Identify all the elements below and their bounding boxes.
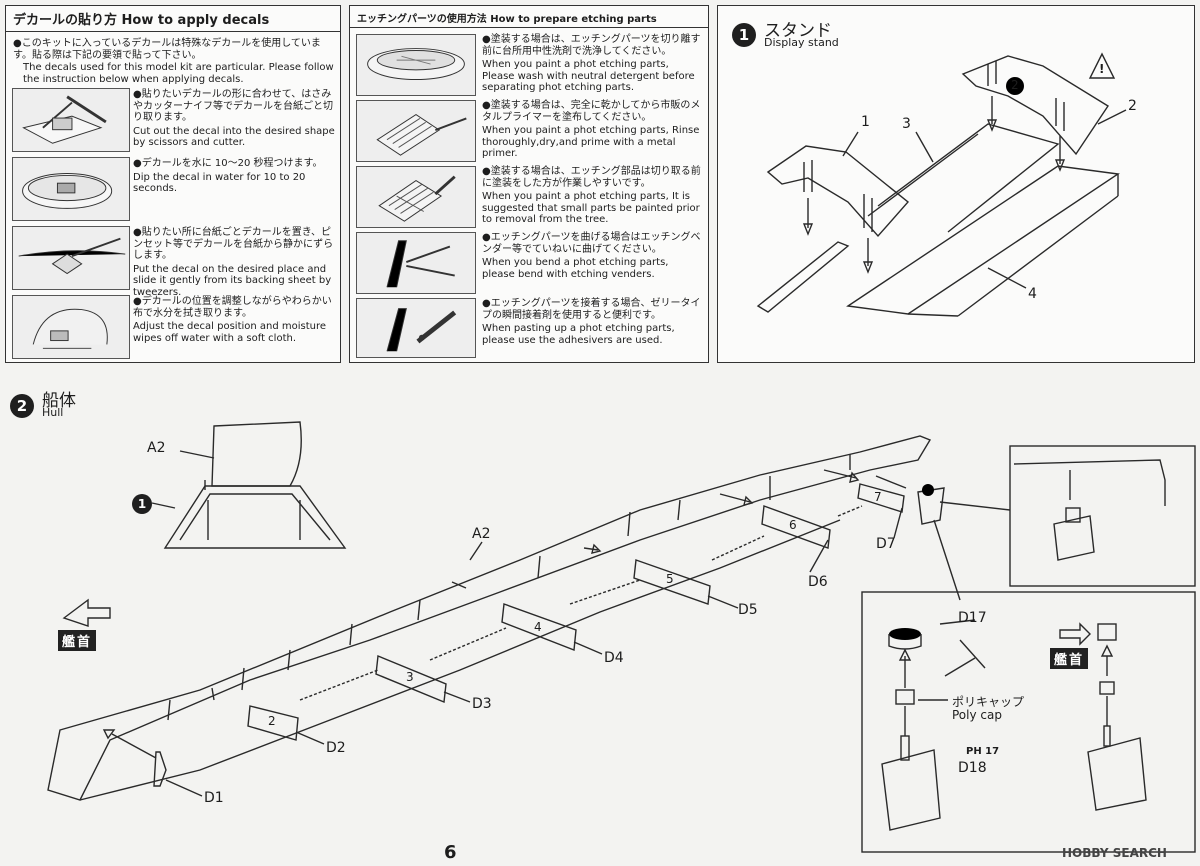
etching-step5-jp: ●エッチングパーツを接着する場合、ゼリータイプの瞬間接着剤を使用すると便利です。	[482, 298, 701, 321]
etching-step2-text: ●塗装する場合は、完全に乾かしてから市販のメタルプライマーを塗布してください。 …	[482, 100, 704, 160]
etching-step1-illustration	[356, 34, 476, 96]
label-d2: D2	[326, 740, 346, 756]
stand-parts-drawing	[756, 52, 1127, 317]
etching-step4-jp: ●エッチングパーツを曲げる場合はエッチングベンダー等でていねいに曲げてください。	[482, 232, 701, 255]
decal-step1-en: Cut out the decal into the desired shape…	[133, 125, 335, 149]
etching-step4-illustration	[356, 232, 476, 294]
etching-panel: エッチングパーツの使用方法 How to prepare etching par…	[349, 5, 709, 363]
step1-number: 1	[732, 23, 756, 47]
plate-6-number: 6	[789, 518, 797, 532]
polycap-label-jp: ポリキャップ	[952, 695, 1025, 709]
etching-step2-jp: ●塗装する場合は、完全に乾かしてから市販のメタルプライマーを塗布してください。	[482, 100, 701, 123]
decal-step3-jp: ●貼りたい所に台紙ごとデカールを置き、ピンセット等でデカールを台紙から静かにずら…	[133, 227, 334, 261]
warning-icon: !	[1099, 62, 1105, 76]
watermark-logo: HOBBY SEARCH	[1062, 846, 1167, 860]
plate-5-number: 5	[666, 572, 674, 586]
step1-title-jp: スタンド	[764, 21, 832, 41]
polycap-label-en: Poly cap	[952, 708, 1002, 722]
stand-label-3: 3	[902, 116, 911, 132]
decal-step1-jp: ●貼りたいデカールの形に合わせて、はさみやカッターナイフ等でデカールを台紙ごと切…	[133, 89, 333, 123]
decal-panel-title: デカールの貼り方 How to apply decals	[6, 6, 340, 32]
etching-step4-en: When you bend a phot etching parts, plea…	[482, 257, 669, 280]
decal-step4-illustration	[12, 295, 130, 359]
etching-step5-illustration	[356, 298, 476, 358]
stand-label-2: 2	[1128, 98, 1137, 114]
step2-title-en: Hull	[42, 406, 64, 419]
etching-step1-jp: ●塗装する場合は、エッチングパーツを切り離す前に台所用中性洗剤で洗浄してください…	[482, 34, 701, 57]
label-d1: D1	[204, 790, 224, 806]
etching-step3-illustration	[356, 166, 476, 228]
step1-stand-panel: 1 スタンド Display stand 1 3 2 4 2	[717, 5, 1195, 363]
decal-intro: ●このキットに入っているデカールは特殊なデカールを使用しています。貼る際は下記の…	[13, 38, 338, 86]
etching-step1-text: ●塗装する場合は、エッチングパーツを切り離す前に台所用中性洗剤で洗浄してください…	[482, 34, 704, 94]
label-d4: D4	[604, 650, 624, 666]
label-d5: D5	[738, 602, 758, 618]
etching-step4-text: ●エッチングパーツを曲げる場合はエッチングベンダー等でていねいに曲げてください。…	[482, 232, 704, 280]
bow-direction-tag-detail: 艦首	[1050, 648, 1089, 669]
etching-step3-jp: ●塗装する場合は、エッチング部品は切り取る前に塗装をした方が作業しやすいです。	[482, 166, 701, 189]
decal-step3-en: Put the decal on the desired place and s…	[133, 263, 332, 298]
etching-panel-title: エッチングパーツの使用方法 How to prepare etching par…	[350, 6, 708, 28]
etching-step2-illustration	[356, 100, 476, 162]
plate-7-number: 7	[874, 490, 882, 504]
plate-4-number: 4	[534, 620, 542, 634]
decal-intro-en: The decals used for this model kit are p…	[23, 62, 334, 85]
decal-panel: デカールの貼り方 How to apply decals ●このキットに入ってい…	[5, 5, 341, 363]
plate-3-number: 3	[406, 670, 414, 684]
page-number: 6	[444, 842, 457, 863]
ph-17-tag: PH 17	[966, 746, 1000, 757]
etching-step3-text: ●塗装する場合は、エッチング部品は切り取る前に塗装をした方が作業しやすいです。 …	[482, 166, 704, 226]
plate-2-number: 2	[268, 714, 276, 728]
label-d18: D18	[958, 760, 987, 776]
step1-title-en: Display stand	[764, 36, 839, 49]
bow-direction-tag: 艦首	[58, 630, 97, 651]
decal-step1-illustration	[12, 88, 130, 152]
decal-step1-text: ●貼りたいデカールの形に合わせて、はさみやカッターナイフ等でデカールを台紙ごと切…	[133, 89, 338, 149]
etching-step1-en: When you paint a phot etching parts, Ple…	[482, 59, 695, 93]
decal-intro-jp: ●このキットに入っているデカールは特殊なデカールを使用しています。貼る際は下記の…	[13, 38, 321, 61]
stand-circled-2: 2	[1011, 78, 1019, 92]
etching-step3-en: When you paint a phot etching parts, It …	[482, 191, 700, 225]
decal-step3-text: ●貼りたい所に台紙ごとデカールを置き、ピンセット等でデカールを台紙から静かにずら…	[133, 227, 338, 298]
label-d3: D3	[472, 696, 492, 712]
etching-step5-text: ●エッチングパーツを接着する場合、ゼリータイプの瞬間接着剤を使用すると便利です。…	[482, 298, 704, 346]
label-d6: D6	[808, 574, 828, 590]
decal-step2-en: Dip the decal in water for 10 to 20 seco…	[133, 171, 306, 195]
label-d7: D7	[876, 536, 896, 552]
decal-step3-illustration	[12, 226, 130, 290]
decal-step4-text: ●デカールの位置を調整しながらやわらかい布で水分を拭き取ります。 Adjust …	[133, 296, 338, 344]
label-d17: D17	[958, 610, 987, 626]
decal-step2-illustration	[12, 157, 130, 221]
label-a2-mid: A2	[472, 526, 491, 542]
stand-label-4: 4	[1028, 286, 1037, 302]
step2-number: 2	[10, 394, 34, 418]
decal-step4-jp: ●デカールの位置を調整しながらやわらかい布で水分を拭き取ります。	[133, 296, 332, 319]
etching-step2-en: When you paint a phot etching parts, Rin…	[482, 125, 700, 159]
stand-ref-number: 1	[132, 494, 152, 514]
step2-title-jp: 船体	[42, 391, 76, 411]
decal-step2-jp: ●デカールを水に 10～20 秒程つけます。	[133, 158, 323, 169]
stand-label-1: 1	[861, 114, 870, 130]
decal-step4-en: Adjust the decal position and moisture w…	[133, 321, 327, 344]
etching-step5-en: When pasting up a phot etching parts, pl…	[482, 323, 675, 346]
decal-step2-text: ●デカールを水に 10～20 秒程つけます。 Dip the decal in …	[133, 158, 338, 195]
label-a2-top: A2	[147, 440, 166, 456]
